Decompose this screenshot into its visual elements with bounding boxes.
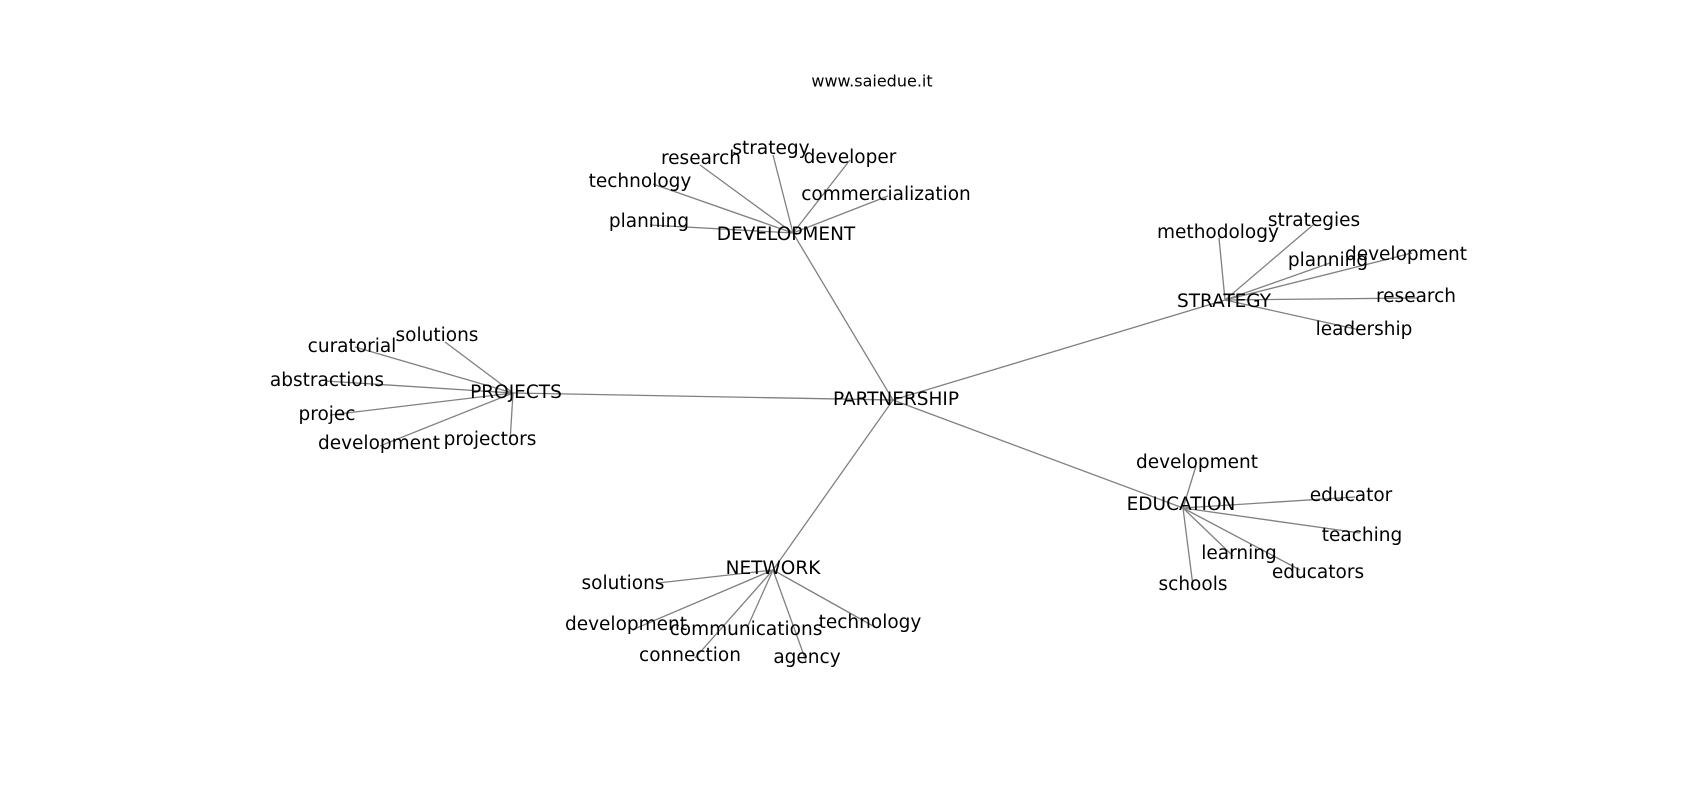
edge-development-commercialization bbox=[792, 195, 889, 234]
leaf-node-network-communications: communications bbox=[670, 619, 823, 640]
leaf-node-strategy-strategies: strategies bbox=[1268, 210, 1360, 231]
edge-education-development bbox=[1182, 465, 1197, 509]
edge-center-projects bbox=[512, 392, 894, 401]
edge-network-connection bbox=[694, 569, 774, 659]
edge-network-communications bbox=[746, 569, 774, 629]
edge-development-technology bbox=[652, 183, 794, 234]
edge-strategy-development bbox=[1224, 252, 1413, 301]
leaf-node-education-development: development bbox=[1136, 452, 1258, 473]
edge-strategy-methodology bbox=[1218, 237, 1226, 301]
edge-education-teaching bbox=[1182, 507, 1361, 534]
hub-node-strategy: STRATEGY bbox=[1177, 291, 1272, 312]
edge-education-educator bbox=[1182, 496, 1356, 509]
leaf-node-development-strategy: strategy bbox=[732, 138, 809, 159]
leaf-node-projects-projec: projec bbox=[299, 404, 356, 425]
leaf-node-network-agency: agency bbox=[773, 647, 840, 668]
leaf-node-strategy-leadership: leadership bbox=[1316, 319, 1413, 340]
leaf-node-projects-projectors: projectors bbox=[444, 429, 537, 450]
leaf-node-development-developer: developer bbox=[804, 147, 897, 168]
edge-projects-development bbox=[379, 392, 514, 447]
edge-education-schools bbox=[1182, 507, 1194, 587]
edge-projects-abstractions bbox=[324, 380, 514, 394]
leaf-node-projects-solutions: solutions bbox=[396, 325, 479, 346]
edge-education-educators bbox=[1182, 507, 1301, 571]
leaf-node-network-development: development bbox=[565, 614, 687, 635]
edge-strategy-strategies bbox=[1224, 224, 1314, 301]
leaf-node-network-technology: technology bbox=[819, 612, 922, 633]
edges-layer bbox=[324, 154, 1418, 662]
edge-development-developer bbox=[792, 159, 851, 234]
leaf-node-development-commercialization: commercialization bbox=[801, 184, 971, 205]
leaf-node-projects-development: development bbox=[318, 433, 440, 454]
leaf-node-strategy-research: research bbox=[1376, 286, 1456, 307]
edge-development-planning bbox=[649, 224, 794, 234]
hub-node-network: NETWORK bbox=[726, 558, 822, 579]
edge-development-research bbox=[699, 164, 794, 234]
leaf-node-development-planning: planning bbox=[609, 211, 689, 232]
hub-node-development: DEVELOPMENT bbox=[717, 224, 856, 245]
edge-center-development bbox=[792, 232, 894, 401]
leaf-node-development-technology: technology bbox=[589, 171, 692, 192]
edge-center-strategy bbox=[892, 299, 1226, 401]
edge-projects-solutions bbox=[444, 341, 514, 394]
edge-strategy-leadership bbox=[1224, 299, 1361, 331]
labels-layer: www.saiedue.it PARTNERSHIP DEVELOPMENT pl… bbox=[270, 72, 1467, 669]
leaf-node-projects-curatorial: curatorial bbox=[308, 336, 397, 357]
leaf-node-education-schools: schools bbox=[1159, 574, 1228, 595]
leaf-node-network-connection: connection bbox=[639, 645, 741, 666]
edge-center-education bbox=[892, 399, 1184, 509]
leaf-node-education-educator: educator bbox=[1310, 485, 1393, 506]
edge-strategy-planning bbox=[1224, 262, 1331, 301]
leaf-node-network-solutions: solutions bbox=[582, 573, 665, 594]
edge-network-solutions bbox=[657, 569, 774, 584]
edge-strategy-research bbox=[1224, 297, 1418, 301]
leaf-node-strategy-planning: planning bbox=[1288, 250, 1368, 271]
edge-education-learning bbox=[1182, 507, 1234, 557]
leaf-node-strategy-development: development bbox=[1345, 244, 1467, 265]
leaf-node-development-research: research bbox=[661, 148, 741, 169]
leaf-node-education-learning: learning bbox=[1201, 543, 1276, 564]
leaf-node-education-educators: educators bbox=[1272, 562, 1364, 583]
leaf-node-education-teaching: teaching bbox=[1322, 525, 1402, 546]
edge-network-technology bbox=[772, 569, 874, 627]
edge-projects-projectors bbox=[509, 392, 514, 443]
edge-projects-projec bbox=[329, 392, 514, 416]
edge-network-agency bbox=[772, 569, 807, 662]
edge-development-strategy bbox=[772, 154, 794, 234]
edge-network-development bbox=[631, 569, 774, 631]
edge-projects-curatorial bbox=[354, 346, 514, 394]
site-url-title: www.saiedue.it bbox=[811, 72, 932, 91]
hub-node-education: EDUCATION bbox=[1127, 494, 1236, 515]
edge-center-network bbox=[772, 399, 894, 571]
leaf-node-strategy-methodology: methodology bbox=[1157, 222, 1279, 243]
leaf-node-projects-abstractions: abstractions bbox=[270, 370, 384, 391]
center-node-partnership: PARTNERSHIP bbox=[833, 389, 959, 410]
hub-node-projects: PROJECTS bbox=[470, 382, 562, 403]
